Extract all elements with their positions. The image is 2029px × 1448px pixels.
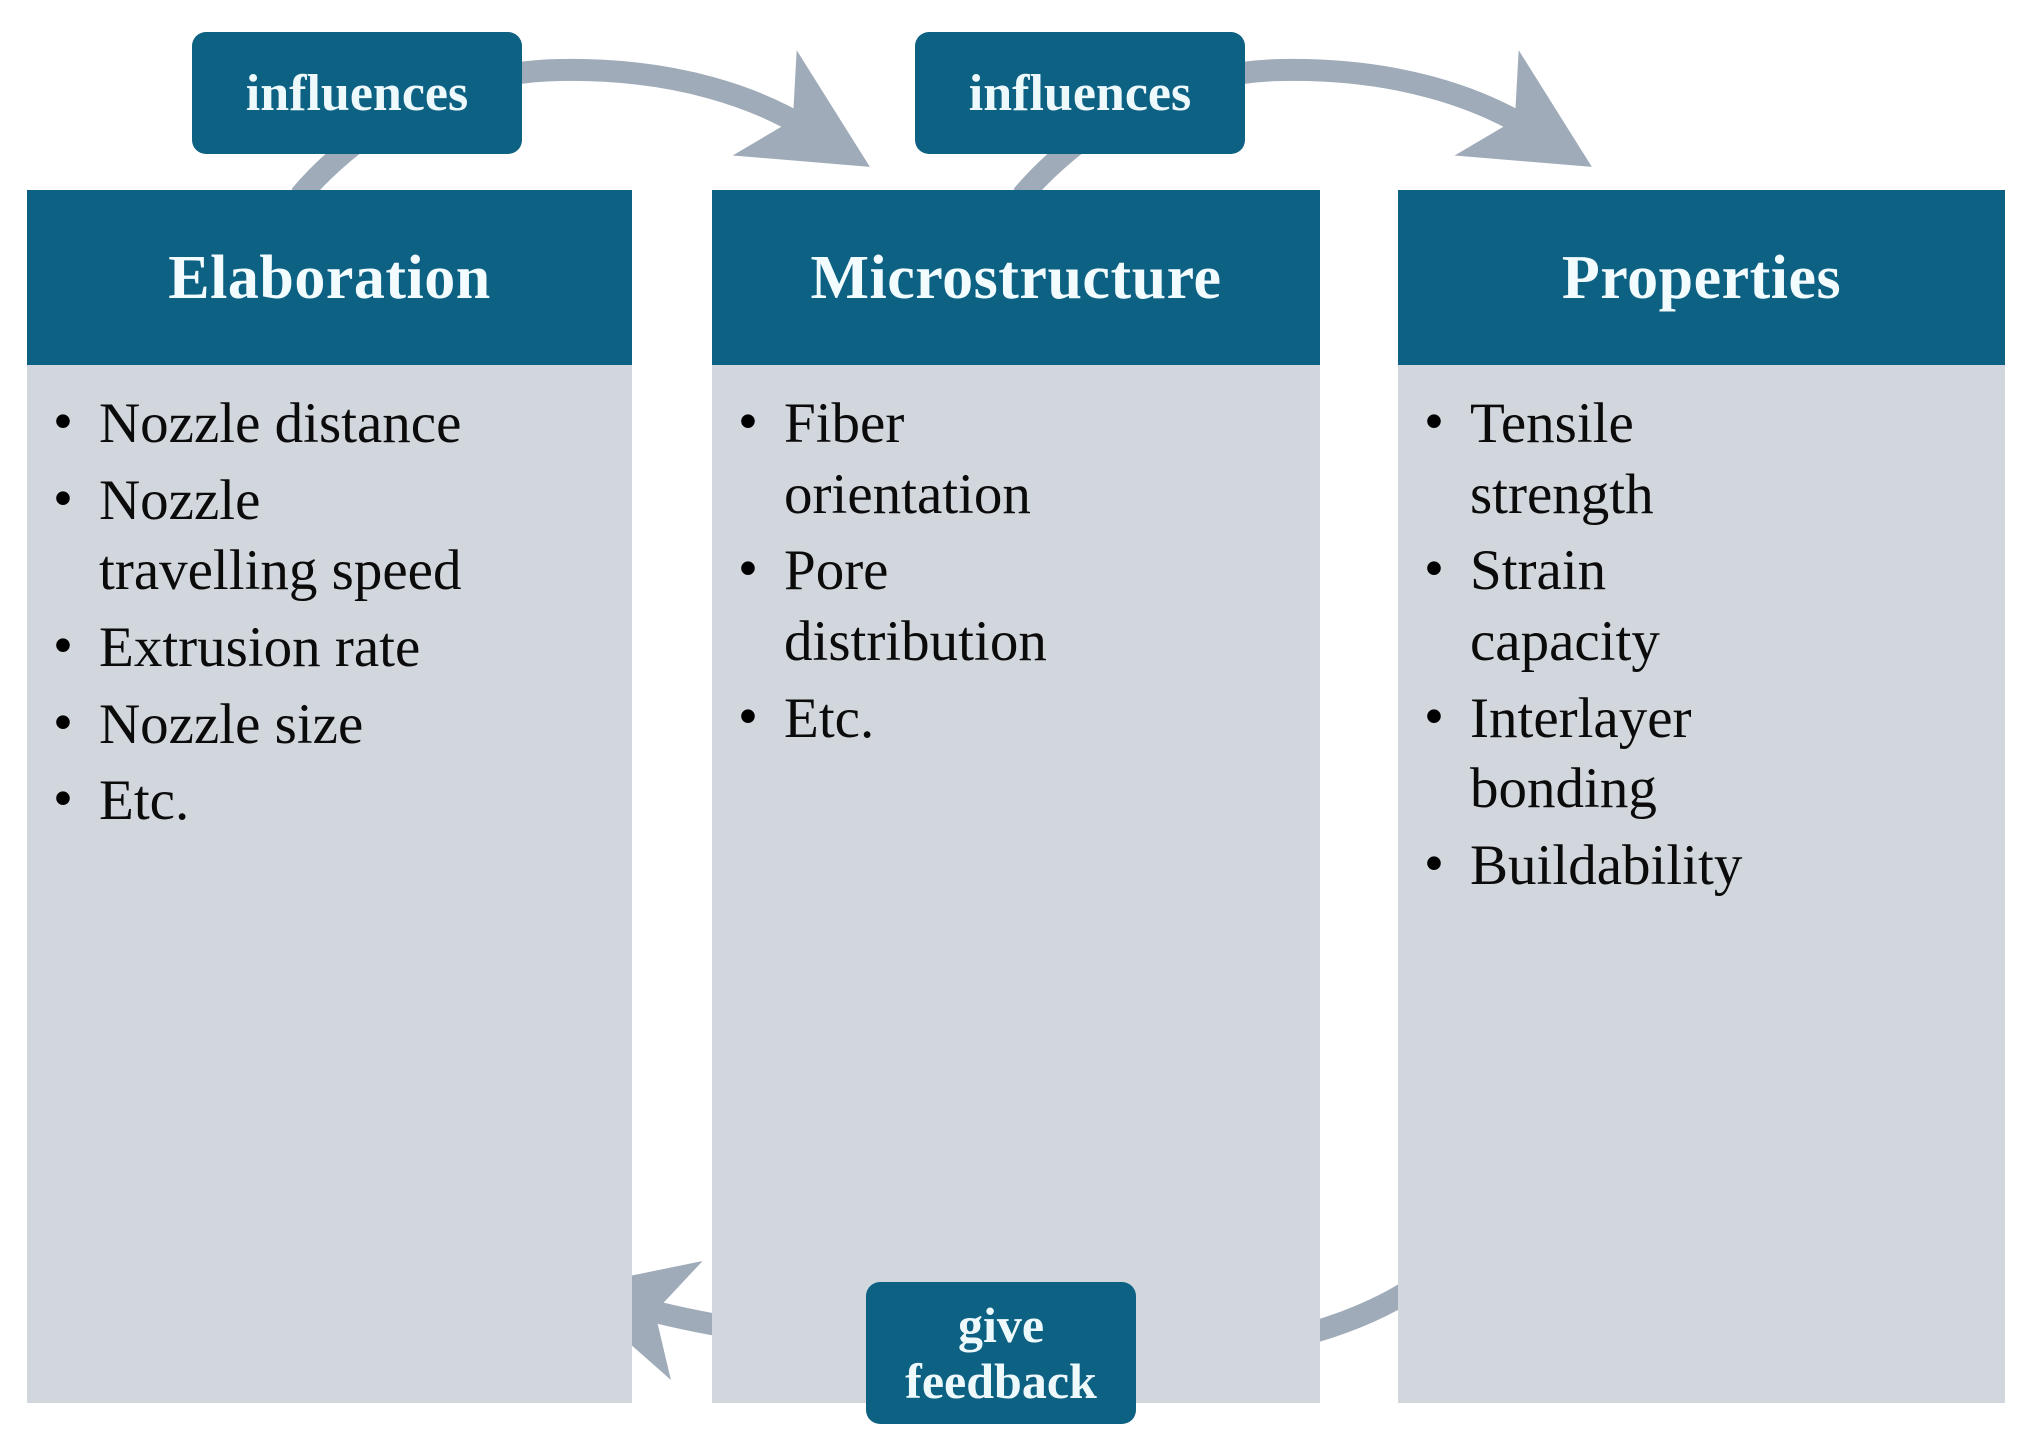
column-header-properties: Properties — [1398, 190, 2005, 365]
column-properties: Properties Tensile strength Strain capac… — [1398, 190, 2005, 1403]
list-item: Etc. — [730, 682, 1130, 755]
column-header-microstructure: Microstructure — [712, 190, 1320, 365]
connector-label-give-feedback: give feedback — [866, 1282, 1136, 1424]
bullet-list-microstructure: Fiber orientation Pore distribution Etc. — [730, 387, 1130, 755]
connector-label-influences-1: influences — [192, 32, 522, 154]
column-body-properties: Tensile strength Strain capacity Interla… — [1398, 365, 2005, 1403]
list-item: Nozzle size — [45, 688, 475, 761]
list-item: Etc. — [45, 764, 475, 837]
list-item: Pore distribution — [730, 534, 1130, 677]
list-item: Tensile strength — [1416, 387, 1796, 530]
connector-label-influences-2: influences — [915, 32, 1245, 154]
list-item: Strain capacity — [1416, 534, 1796, 677]
bullet-list-properties: Tensile strength Strain capacity Interla… — [1416, 387, 1796, 902]
column-header-elaboration: Elaboration — [27, 190, 632, 365]
column-elaboration: Elaboration Nozzle distance Nozzle trave… — [27, 190, 632, 1403]
column-body-elaboration: Nozzle distance Nozzle travelling speed … — [27, 365, 632, 1403]
bullet-list-elaboration: Nozzle distance Nozzle travelling speed … — [45, 387, 475, 837]
list-item: Extrusion rate — [45, 611, 475, 684]
give-feedback-line-1: give — [957, 1297, 1045, 1353]
list-item: Nozzle distance — [45, 387, 475, 460]
list-item: Fiber orientation — [730, 387, 1130, 530]
list-item: Buildability — [1416, 829, 1796, 902]
column-body-microstructure: Fiber orientation Pore distribution Etc. — [712, 365, 1320, 1403]
list-item: Nozzle travelling speed — [45, 464, 475, 607]
give-feedback-line-2: feedback — [905, 1353, 1097, 1409]
list-item: Interlayer bonding — [1416, 682, 1796, 825]
column-microstructure: Microstructure Fiber orientation Pore di… — [712, 190, 1320, 1403]
